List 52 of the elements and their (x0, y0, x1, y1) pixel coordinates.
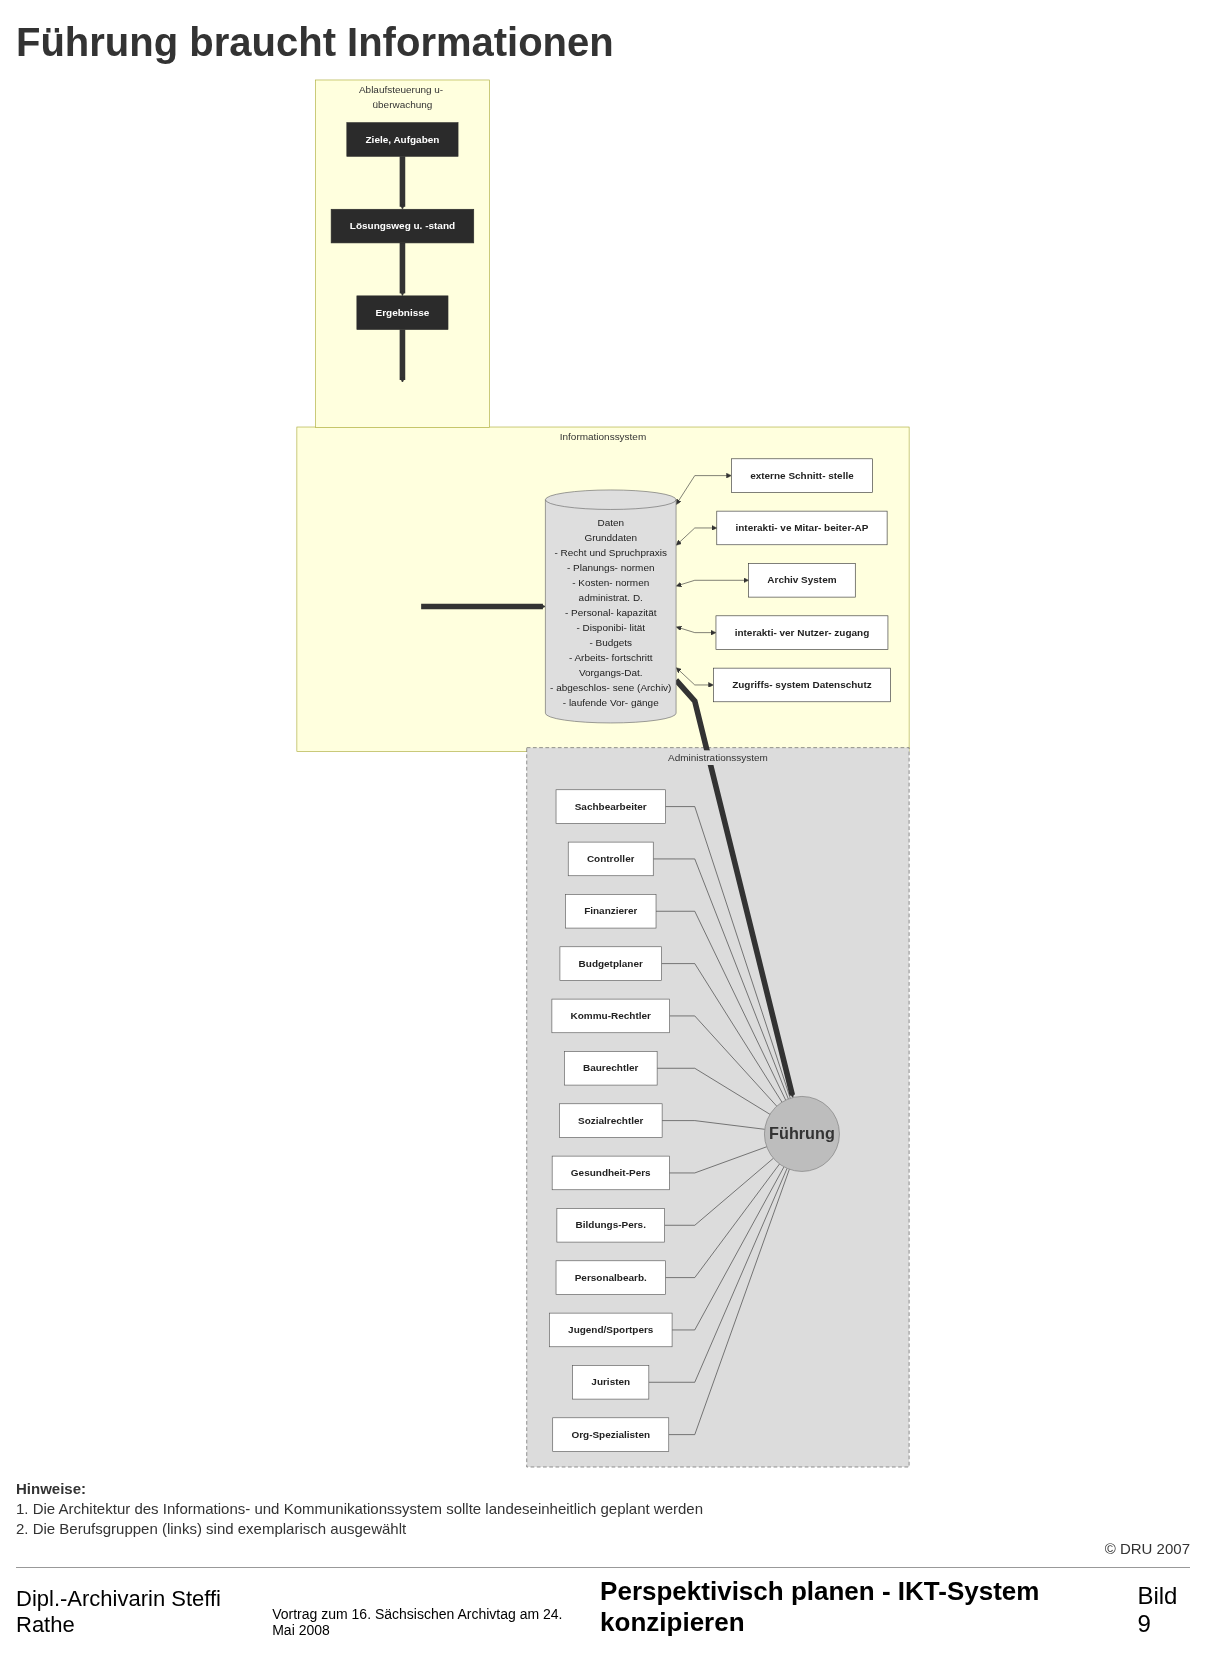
note-text: 2. Die Berufsgruppen (links) sind exemplarisch ausgewählt (16, 1520, 407, 1537)
node-box (555, 789, 666, 824)
node-circle (764, 1096, 840, 1172)
author-text: Dipl.-Archivarin Steffi Rathe (16, 1586, 222, 1638)
node-box (330, 208, 475, 244)
connector (668, 1168, 790, 1435)
node-box (559, 946, 662, 981)
connector (648, 1168, 788, 1383)
arrow (421, 603, 546, 610)
arrow (399, 242, 406, 297)
arrow (399, 156, 406, 210)
slide-number: Bild 9 (1137, 1582, 1179, 1638)
node-box (346, 122, 459, 157)
cluster (315, 79, 490, 428)
node-box (551, 998, 670, 1034)
event-text: Vortrag zum 16. Sächsischen Archivtag am 24. Mai 2008 (272, 1606, 564, 1638)
node-box (559, 1103, 663, 1138)
connector (669, 1015, 778, 1107)
connector (661, 963, 783, 1103)
note-heading: Hinweise: (16, 1480, 87, 1497)
node-box (565, 894, 657, 929)
node-box (356, 295, 449, 330)
connector (655, 910, 786, 1101)
connector (664, 1157, 774, 1226)
connector (671, 1166, 785, 1331)
arrow (674, 678, 796, 1098)
node-box (572, 1365, 650, 1400)
node-box (748, 563, 856, 598)
cluster (296, 426, 910, 752)
node-box (715, 615, 889, 650)
node-box (564, 1051, 658, 1086)
diagram: Ziele, Aufgaben Lösungsweg u. -stand Ergebnisse Sachbearbeiter Controller Finanzierer Budgetplaner Kommu-Rechtler Baurechtler Sozialrechtler Gesundheit-Pers Bildungs-Pers. Personalbearb. Jugend/Sportpers Juristen Org-Spezialisten Führung Daten Grunddaten - Recht und Spruchpraxis - Planungs- normen - Kosten- normen administrat. D. - Personal- kapazität - Disponibi- lität - Budgets - Arbeits- fortschritt Vorgangs-Dat. - abgeschlos- sene (Archiv) - laufende Vor- gänge externe Schnitt- stelle interakti- ve Mitar- beiter-AP Archiv System interakti- ver Nutzer- zugang Zugriffs- system Datenschutz Informationssystem Administrationssystem Ablaufsteuerung u- überwachung (16, 75, 1190, 1472)
node-box (731, 458, 873, 493)
node-box (552, 1417, 670, 1452)
arrow (399, 329, 406, 383)
connector (652, 858, 789, 1100)
node-box (567, 841, 654, 877)
slide-title: Perspektivisch planen - IKT-System konzipieren (600, 1576, 1041, 1638)
connector (665, 806, 791, 1099)
node-box (716, 510, 888, 546)
node-box (556, 1208, 665, 1243)
diagram-title: Führung braucht Informationen (16, 20, 614, 65)
connector (665, 1163, 780, 1278)
copyright-text: © DRU 2007 (1104, 1540, 1190, 1557)
node-box (713, 667, 891, 703)
connector (656, 1067, 771, 1115)
connector (661, 1120, 766, 1130)
node-box (551, 1155, 670, 1191)
connector (669, 1146, 767, 1174)
node-box (549, 1312, 673, 1348)
node-box (555, 1260, 666, 1295)
note-text: 1. Die Architektur des Informations- und Kommunikationssystem sollte landeseinheitlich geplant werden (16, 1500, 704, 1517)
